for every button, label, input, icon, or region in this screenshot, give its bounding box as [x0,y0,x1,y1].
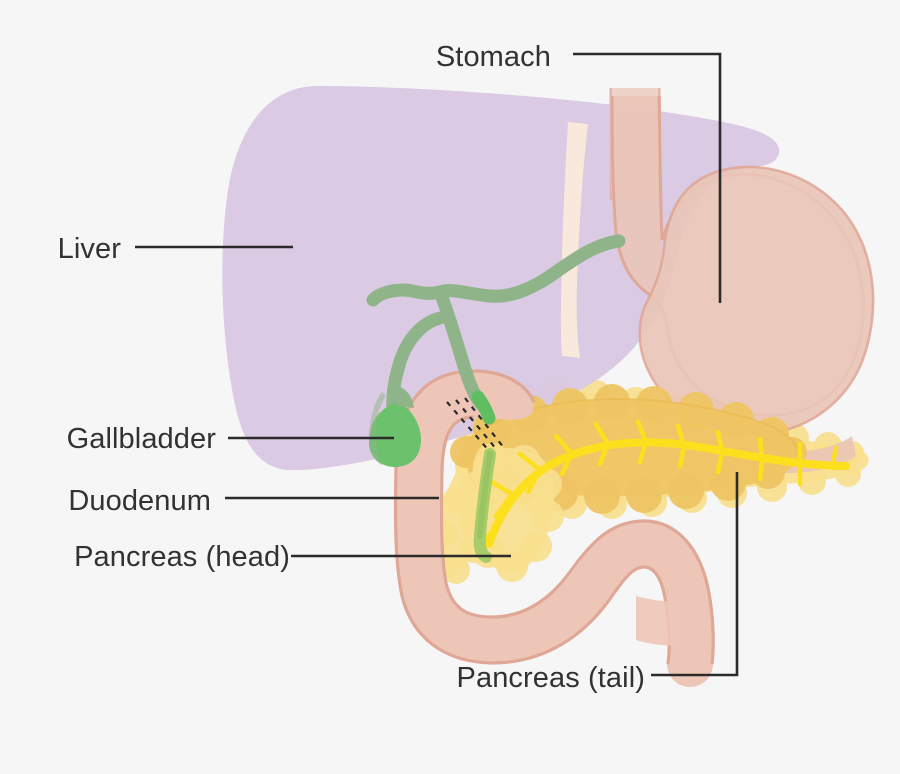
leader-lines [135,52,739,677]
stomach-lower-fragment [636,596,682,646]
stomach-shape [610,95,875,474]
falciform-ligament [560,122,588,358]
biliary-tree [366,234,626,563]
label-duodenum[interactable]: Duodenum [68,485,211,517]
leader-stomach [573,52,722,303]
pancreatic-duct [475,419,850,549]
label-pancreas-head[interactable]: Pancreas (head) [74,541,290,573]
label-gallbladder[interactable]: Gallbladder [67,423,217,455]
label-pancreas-tail[interactable]: Pancreas (tail) [457,662,645,694]
diagram-labels: Stomach Liver Gallbladder Duodenum Pancr… [58,41,645,694]
leader-pancreas-tail [651,472,739,677]
label-stomach[interactable]: Stomach [436,41,551,73]
label-liver[interactable]: Liver [58,233,122,265]
